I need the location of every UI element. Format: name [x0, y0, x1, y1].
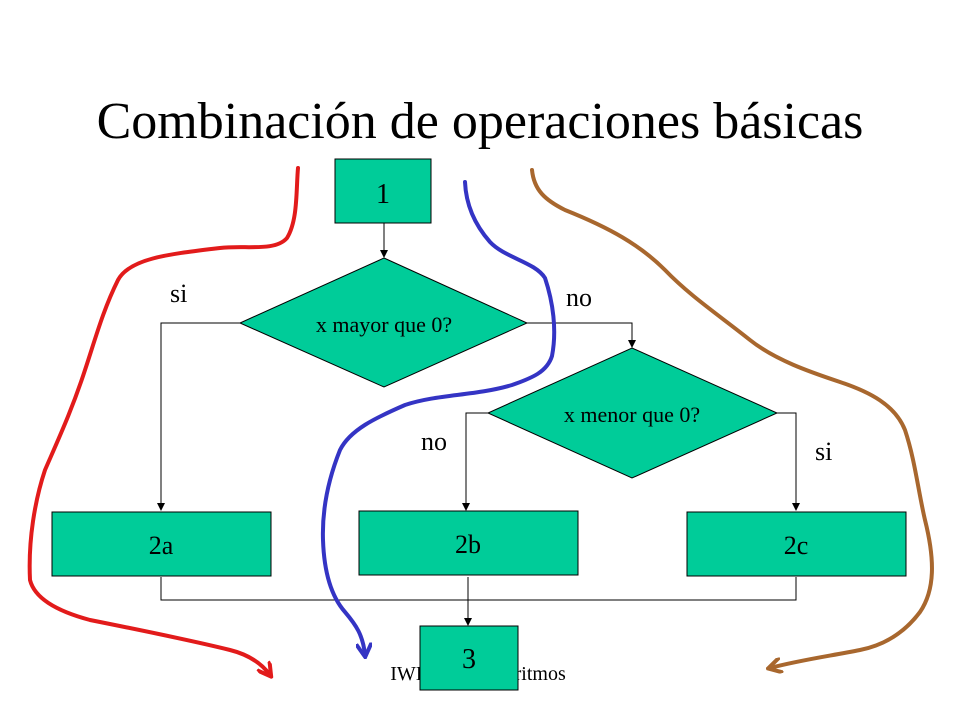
node-3-label: 3 [462, 644, 476, 675]
process-node-3: 3 [419, 625, 519, 691]
label-d2-no: no [421, 427, 447, 456]
edge-decision2-yes [777, 412, 800, 511]
process-node-1: 1 [334, 158, 432, 224]
edge-decision1-yes [157, 322, 240, 511]
node-2c-label: 2c [784, 531, 809, 560]
node-2b-label: 2b [455, 530, 481, 559]
decision-1-label: x mayor que 0? [316, 312, 452, 337]
edge-decision2-no [462, 412, 488, 511]
execution-path-brown [530, 168, 934, 668]
edge-decision1-no [527, 322, 636, 348]
process-node-2b: 2b [358, 510, 579, 576]
decision-node-x-mayor: x mayor que 0? [238, 257, 529, 388]
process-node-2a: 2a [51, 511, 272, 577]
decision-node-x-menor: x menor que 0? [486, 347, 779, 479]
label-d1-yes: si [170, 279, 187, 308]
merge-line [160, 577, 797, 601]
node-1-label: 1 [376, 179, 390, 210]
decision-2-label: x menor que 0? [564, 402, 700, 427]
execution-path-blue [320, 180, 557, 655]
label-d2-yes: si [815, 437, 832, 466]
node-2a-label: 2a [149, 531, 174, 560]
slide-title: Combinación de operaciones básicas [96, 93, 864, 150]
connectors [157, 223, 800, 626]
process-node-2c: 2c [686, 511, 907, 577]
execution-path-red [27, 166, 300, 675]
label-d1-no: no [566, 283, 592, 312]
